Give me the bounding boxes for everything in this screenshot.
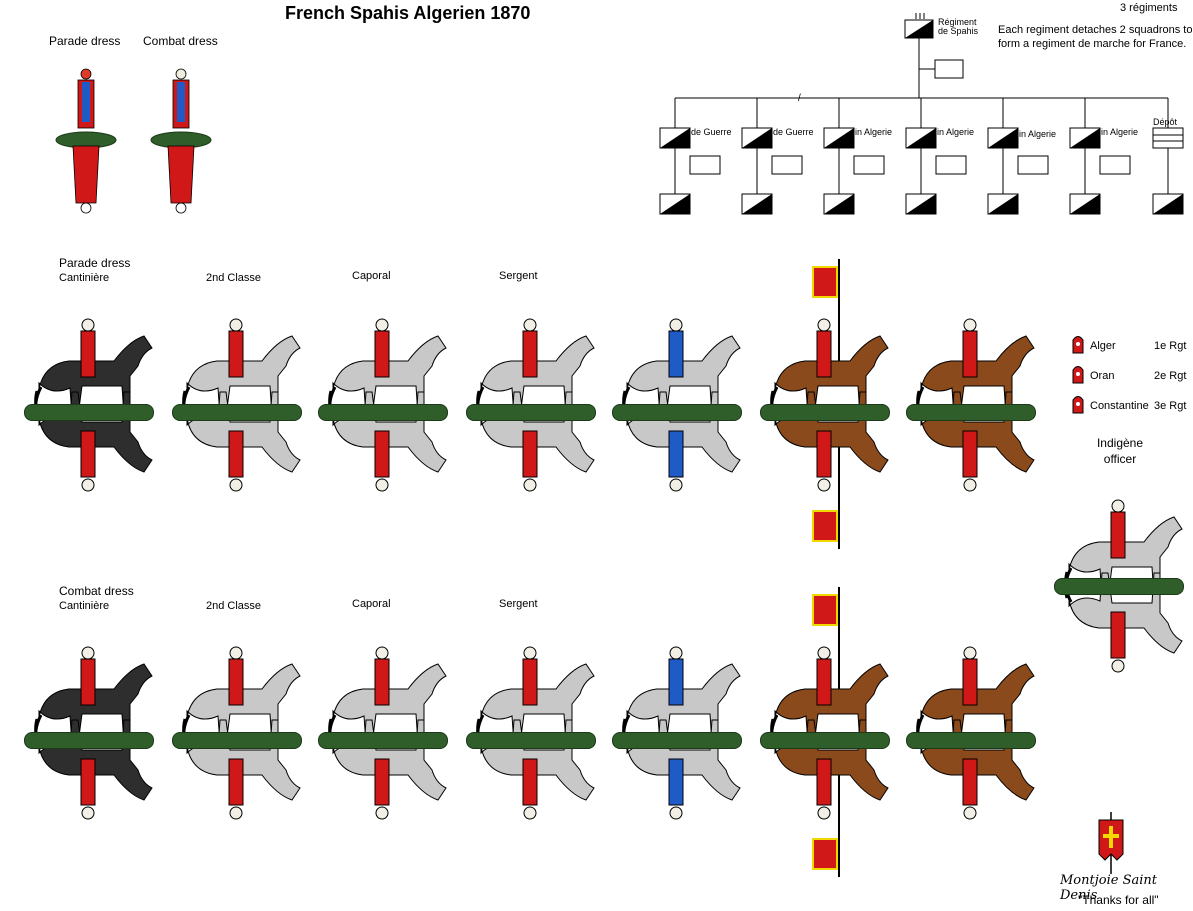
parade-dress-label: Parade dress [49, 34, 121, 48]
page-title: French Spahis Algerien 1870 [285, 3, 531, 23]
org-chart: / [659, 13, 1184, 215]
svg-text:/: / [798, 93, 801, 104]
legend-rgt-1: 1e Rgt [1154, 340, 1187, 352]
officer-label-line1: Indigène [1096, 436, 1144, 450]
standing-figure-parade [55, 68, 117, 214]
combat-label-2nd-classe: 2nd Classe [206, 600, 262, 612]
legend-rgt-3: 3e Rgt [1154, 400, 1187, 412]
org-child-5: in Algerie [1019, 129, 1057, 139]
parade-label-sergent: Sergent [499, 270, 538, 282]
figure-base-combat-caporal [318, 732, 448, 749]
regiment-count: 3 régiments [1120, 2, 1178, 14]
officer-label-line2: officer [1103, 452, 1137, 466]
org-hq-line2: de Spahis [938, 26, 979, 36]
combat-label-cantiniere: Cantinière [59, 600, 110, 612]
org-squadron-symbols [659, 127, 1184, 215]
org-child-2: de Guerre [773, 127, 814, 137]
figure-base-parade-caporal [318, 404, 448, 421]
legend-chip-oran [1072, 366, 1084, 384]
figure-base-combat-2nd-classe [172, 732, 302, 749]
standing-figure-combat [150, 68, 212, 214]
org-hq-symbol [904, 13, 934, 39]
combat-label-caporal: Caporal [352, 598, 391, 610]
legend-chip-constantine [1072, 396, 1084, 414]
figure-base-parade-standard-bearer [760, 404, 890, 421]
figure-base-parade-cantiniere [24, 404, 154, 421]
figure-base-combat-standard-bearer [760, 732, 890, 749]
org-branches [674, 98, 1169, 128]
org-note-line1: Each regiment detaches 2 squadrons to [998, 24, 1193, 36]
legend-name-oran: Oran [1090, 370, 1115, 382]
combat-row-heading: Combat dress [59, 584, 134, 598]
parade-row-heading: Parade dress [59, 256, 131, 270]
legend-name-constantine: Constantine [1090, 400, 1149, 412]
figure-base-combat-trumpeter [612, 732, 742, 749]
org-child-4: in Algerie [937, 127, 975, 137]
org-hq-line1: Régiment [938, 17, 977, 27]
figure-base-combat-officer [906, 732, 1036, 749]
org-child-3: in Algerie [855, 127, 893, 137]
thanks-text: "Thanks for all" [1078, 893, 1159, 907]
parade-label-cantiniere: Cantinière [59, 272, 110, 284]
combat-dress-label: Combat dress [143, 34, 218, 48]
parade-label-caporal: Caporal [352, 270, 391, 282]
figure-base-parade-officer [906, 404, 1036, 421]
montjoie-banner-icon [1098, 812, 1124, 874]
org-hq-staff-symbol [919, 59, 964, 79]
signature: Montjoie Saint Denis [1060, 873, 1157, 903]
org-note-line2: form a regiment de marche for France. [998, 38, 1187, 50]
figure-base-parade-sergent [466, 404, 596, 421]
figure-base-indigene-officer [1054, 578, 1184, 595]
figure-base-parade-trumpeter [612, 404, 742, 421]
legend-name-alger: Alger [1090, 340, 1116, 352]
org-depot: Dépôt [1153, 117, 1178, 127]
legend-chip-alger [1072, 336, 1084, 354]
combat-label-sergent: Sergent [499, 598, 538, 610]
figure-base-combat-sergent [466, 732, 596, 749]
org-child-1: de Guerre [691, 127, 732, 137]
figure-base-parade-2nd-classe [172, 404, 302, 421]
legend-rgt-2: 2e Rgt [1154, 370, 1187, 382]
org-child-6: in Algerie [1101, 127, 1139, 137]
figure-base-combat-cantiniere [24, 732, 154, 749]
parade-label-2nd-classe: 2nd Classe [206, 272, 262, 284]
